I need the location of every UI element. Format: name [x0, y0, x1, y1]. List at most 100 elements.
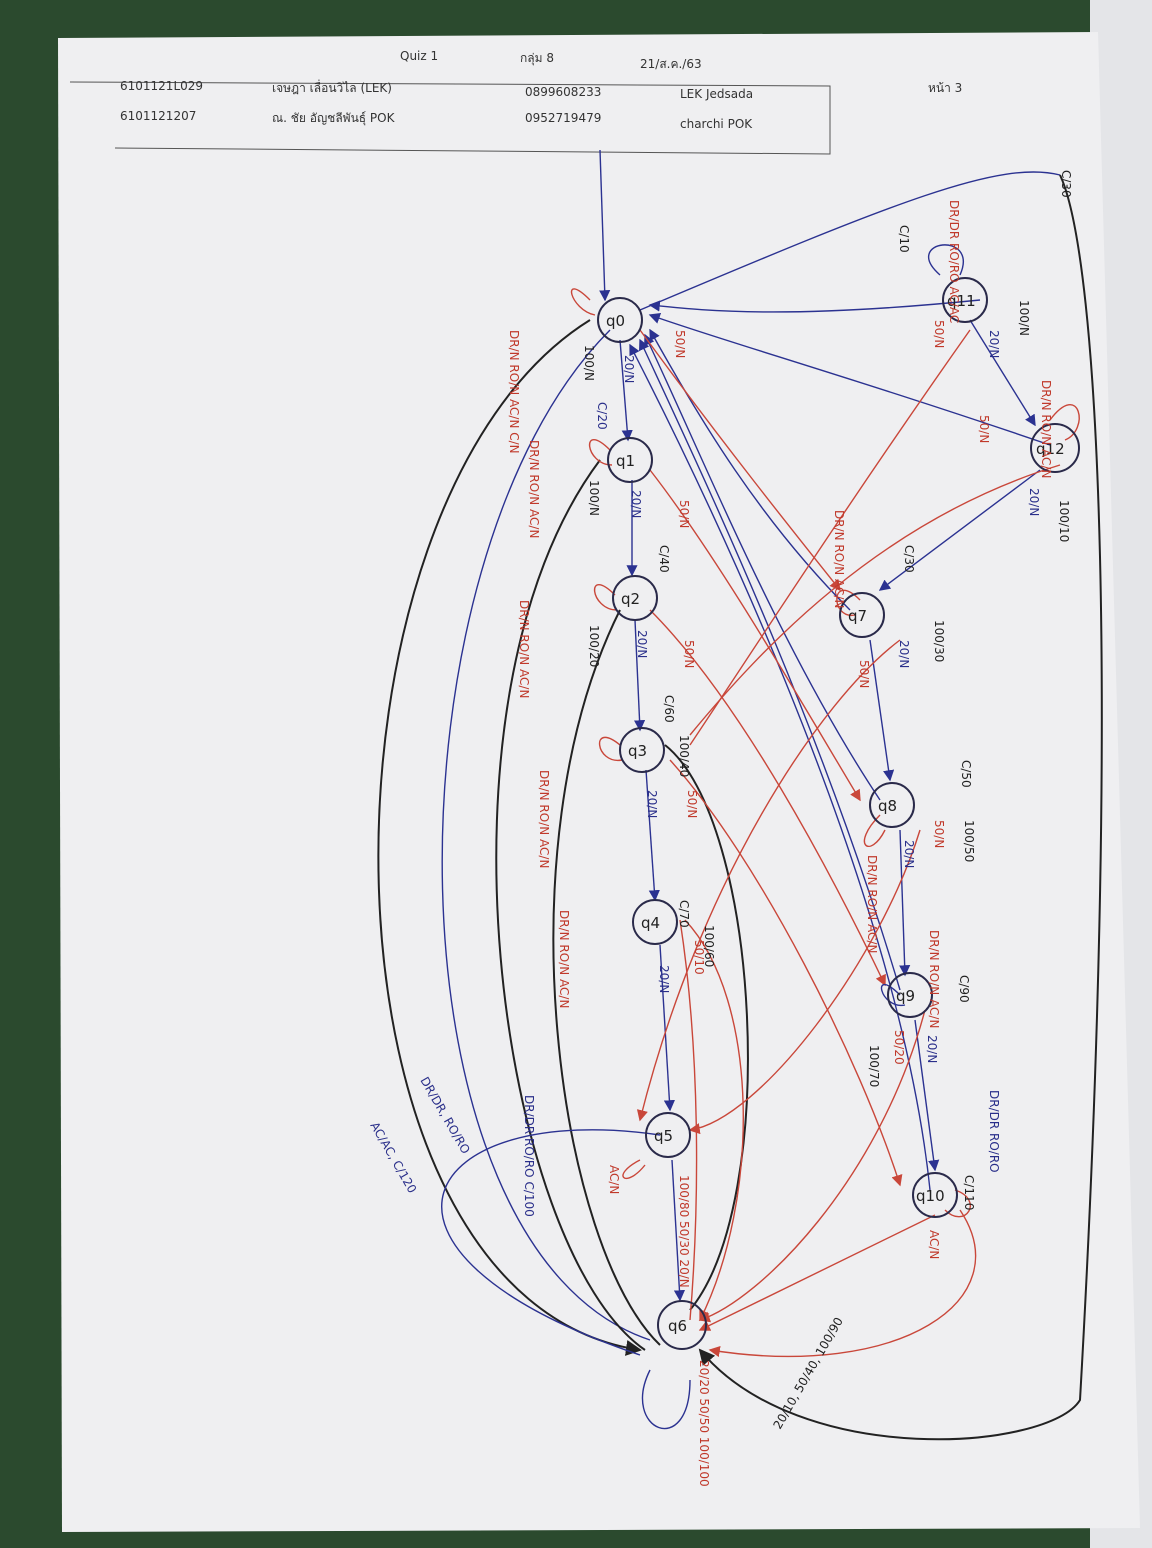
label-q0-50: 50/N	[673, 330, 687, 358]
edge-q1-q6	[495, 459, 646, 1351]
self-loops	[570, 244, 1080, 1430]
header-date: 21/ส.ค./63	[640, 57, 702, 71]
label-q1-self: DR/N RO/N AC/N	[527, 440, 541, 538]
svg-text:q11: q11	[947, 292, 976, 310]
state-q4: q4	[632, 899, 678, 945]
svg-text:q1: q1	[616, 452, 635, 470]
label-q7-c: C/30	[902, 545, 916, 573]
state-q5: q5	[645, 1112, 691, 1158]
svg-text:q8: q8	[878, 797, 897, 815]
student1-nick: LEK Jedsada	[680, 87, 753, 101]
label-q5-out: 100/80 50/30 20/N	[677, 1175, 691, 1288]
loop-q7	[836, 589, 861, 616]
svg-text:q9: q9	[896, 987, 915, 1005]
edge-q1-q8	[649, 469, 861, 802]
edge-q0-q7	[639, 329, 841, 592]
label-q0-self: DR/N RO/N AC/N C/N	[507, 330, 521, 454]
svg-text:q5: q5	[654, 1127, 673, 1145]
edge-q8-q0	[644, 333, 881, 801]
student2-nick: charchi POK	[680, 117, 753, 131]
label-q1-100: 100/N	[587, 480, 601, 516]
state-q1: q1	[607, 437, 653, 483]
svg-text:q2: q2	[621, 590, 640, 608]
label-q2-c: C/60	[662, 695, 676, 723]
page-number: หน้า 3	[928, 81, 962, 95]
edge-q2-q3	[633, 619, 646, 732]
loop-q1	[588, 439, 613, 466]
label-q11-20: 20/N	[987, 330, 1001, 358]
student1-name: เจษฎา เลื่อนวิไล (LEK)	[272, 79, 392, 95]
label-q11-50: 50/N	[932, 320, 946, 348]
label-q0-c: C/20	[595, 402, 609, 430]
label-q1-q2: 20/N	[629, 490, 643, 518]
label-q3-100: 100/40	[677, 735, 691, 777]
student1-phone: 0899608233	[525, 85, 601, 99]
edge-q2-q6	[552, 609, 661, 1346]
label-q9-100: 100/70	[867, 1045, 881, 1087]
loop-q11	[927, 244, 964, 276]
label-q2-50: 50/N	[682, 640, 696, 668]
label-q5-self: AC/N	[607, 1165, 621, 1194]
label-q10-c: C/110	[962, 1175, 976, 1210]
state-q8: q8	[869, 782, 915, 828]
label-q7-q8: 20/N	[897, 640, 911, 668]
header-box: Quiz 1 กลุ่ม 8 21/ส.ค./63 6101121L029 เจ…	[69, 49, 962, 155]
label-q1-50: 50/N	[677, 500, 691, 528]
edge-return-top	[639, 171, 1061, 311]
svg-text:q6: q6	[668, 1317, 687, 1335]
label-q11-c: C/10	[897, 225, 911, 253]
loop-q6	[641, 1369, 691, 1430]
label-q11-100: 100/N	[1017, 300, 1031, 336]
label-q9-self: DR/N RO/N AC/N	[927, 930, 941, 1028]
label-q0-q1: 20/N	[622, 355, 636, 383]
loop-q8	[863, 814, 886, 848]
label-q8-self: DR/N RO/N AC/N	[865, 855, 879, 953]
edge-q2-q9	[649, 609, 886, 987]
edge-q5-q6-b	[441, 1129, 661, 1356]
paper-sheet	[58, 32, 1140, 1532]
loop-q10	[944, 1189, 971, 1218]
header-quiz: Quiz 1	[400, 49, 438, 63]
label-q6-self: 20/20 50/50 100/100	[697, 1360, 711, 1487]
label-q4-50: 50/10	[692, 940, 706, 975]
label-top-c: C/30	[1059, 170, 1073, 198]
label-q0-100: 100/N	[582, 345, 596, 381]
edge-q3-q4	[645, 769, 660, 902]
state-q7: q7	[839, 592, 885, 638]
state-q6: q6	[657, 1300, 707, 1350]
edge-q9-q6	[698, 1009, 926, 1323]
edge-q12-q0	[648, 313, 1051, 446]
edge-q3-q10	[669, 759, 903, 1187]
label-q4-q5: 20/N	[657, 965, 671, 993]
label-q3-self: DR/N RO/N AC/N	[537, 770, 551, 868]
edge-q12-q3	[689, 464, 1061, 736]
edge-q10-q6	[698, 1214, 936, 1331]
label-q9-q10: 20/N	[925, 1035, 939, 1063]
label-q12-50: 50/N	[977, 415, 991, 443]
label-q9-50: 50/20	[892, 1030, 906, 1065]
label-q7-50: 50/N	[857, 660, 871, 688]
label-q10-self: AC/N	[927, 1230, 941, 1259]
label-q8-50: 50/N	[932, 820, 946, 848]
label-q4-100: 100/60	[702, 925, 716, 967]
edge-q12-q7	[878, 469, 1041, 591]
loop-q2	[593, 584, 618, 611]
edge-q3-q6	[664, 744, 749, 1311]
label-q2-self: DR/N RO/N AC/N	[517, 600, 531, 698]
edge-q5-q6	[671, 1159, 686, 1302]
label-q2-100: 100/20	[587, 625, 601, 667]
start-arrow	[599, 149, 611, 302]
loop-q12	[1049, 404, 1080, 441]
label-q8-100: 100/50	[962, 820, 976, 862]
svg-text:q12: q12	[1036, 440, 1065, 458]
label-q9-c: C/90	[957, 975, 971, 1003]
loop-q3	[598, 736, 623, 761]
state-q10: q10	[912, 1172, 958, 1218]
label-q3-50: 50/N	[685, 790, 699, 818]
edge-q9-q0	[639, 338, 901, 991]
edge-q0-q6-b	[441, 329, 651, 1341]
label-q12-20: 20/N	[1027, 488, 1041, 516]
loop-q5	[622, 1159, 646, 1180]
edge-q8-q5	[688, 829, 921, 1135]
